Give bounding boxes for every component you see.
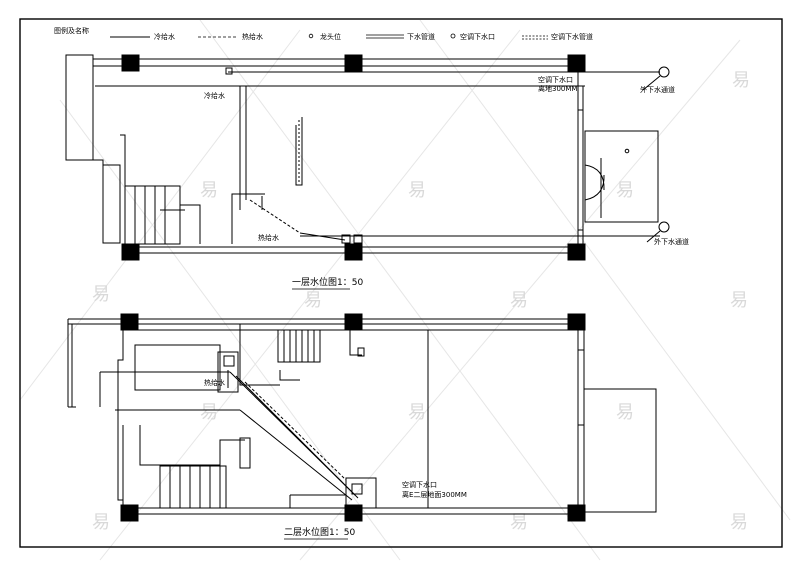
- column: [120, 313, 139, 331]
- outer-drain-icon: [658, 66, 670, 78]
- ac-outlet-height-2: 离E二层地面300MM: [402, 490, 467, 499]
- ac-outlet-label: 空调下水口: [538, 75, 573, 84]
- watermark-glyph: 易: [510, 290, 528, 311]
- legend-title: 图例及名称: [54, 26, 89, 35]
- watermark-glyph: 易: [510, 512, 528, 533]
- legend-hot-water: 热给水: [242, 32, 263, 41]
- watermark-glyph: 易: [304, 290, 322, 311]
- column: [567, 313, 586, 331]
- column: [344, 313, 363, 331]
- legend: 图例及名称 冷给水 热给水 龙头位 下水管道 空调下水口 空调下水管道: [54, 26, 593, 41]
- column: [567, 54, 586, 72]
- watermark-glyph: 易: [200, 180, 218, 201]
- outer-drain-icon: [658, 221, 670, 233]
- watermark-glyph: 易: [408, 180, 426, 201]
- legend-faucet: 龙头位: [320, 32, 341, 41]
- legend-ac-drain-pipe: 空调下水管道: [551, 32, 593, 41]
- watermark-layer: [19, 19, 791, 561]
- watermark-glyph: 易: [92, 284, 110, 305]
- watermark-glyphs: 易 易 易 易 易 易 易 易 易 易 易 易 易 易: [92, 70, 750, 533]
- plan-second-floor: [67, 313, 657, 522]
- column: [121, 54, 140, 72]
- sheet-border: [19, 18, 783, 548]
- legend-ac-drain-outlet: 空调下水口: [460, 32, 495, 41]
- watermark-glyph: 易: [616, 180, 634, 201]
- column: [344, 54, 363, 72]
- column: [344, 243, 363, 261]
- plan2-caption: 二层水位图1：50: [284, 526, 355, 538]
- column: [120, 504, 139, 522]
- watermark-glyph: 易: [732, 70, 750, 91]
- drain-outlet-icon: [450, 33, 456, 39]
- hot-water-label: 热给水: [258, 233, 279, 242]
- watermark-glyph: 易: [92, 512, 110, 533]
- watermark-glyph: 易: [200, 402, 218, 423]
- watermark-glyph: 易: [616, 402, 634, 423]
- plan1-caption: 一层水位图1：50: [292, 276, 363, 288]
- watermark-glyph: 易: [730, 290, 748, 311]
- column: [121, 243, 140, 261]
- legend-drain-pipe: 下水管道: [407, 32, 435, 41]
- column: [344, 504, 363, 522]
- column: [567, 243, 586, 261]
- plan-first-floor: [65, 54, 670, 261]
- legend-cold-water: 冷给水: [154, 32, 175, 41]
- outer-drain-label-bottom: 外下水通道: [654, 237, 689, 246]
- ac-outlet-label-2: 空调下水口: [402, 480, 437, 489]
- hot-water-label-2: 热给水: [204, 378, 225, 387]
- outer-drain-label-top: 外下水通道: [640, 85, 675, 94]
- watermark-glyph: 易: [730, 512, 748, 533]
- plan-second-floor-labels: 热给水 空调下水口 离E二层地面300MM 二层水位图1：50: [204, 378, 467, 540]
- ac-outlet-height: 离地300MM: [538, 84, 577, 93]
- column: [567, 504, 586, 522]
- cold-water-label: 冷给水: [204, 91, 225, 100]
- plan-first-floor-labels: 冷给水 热给水 空调下水口 离地300MM 外下水通道 外下水通道 一层水位图1…: [204, 75, 689, 290]
- watermark-glyph: 易: [408, 402, 426, 423]
- faucet-icon: [308, 33, 314, 39]
